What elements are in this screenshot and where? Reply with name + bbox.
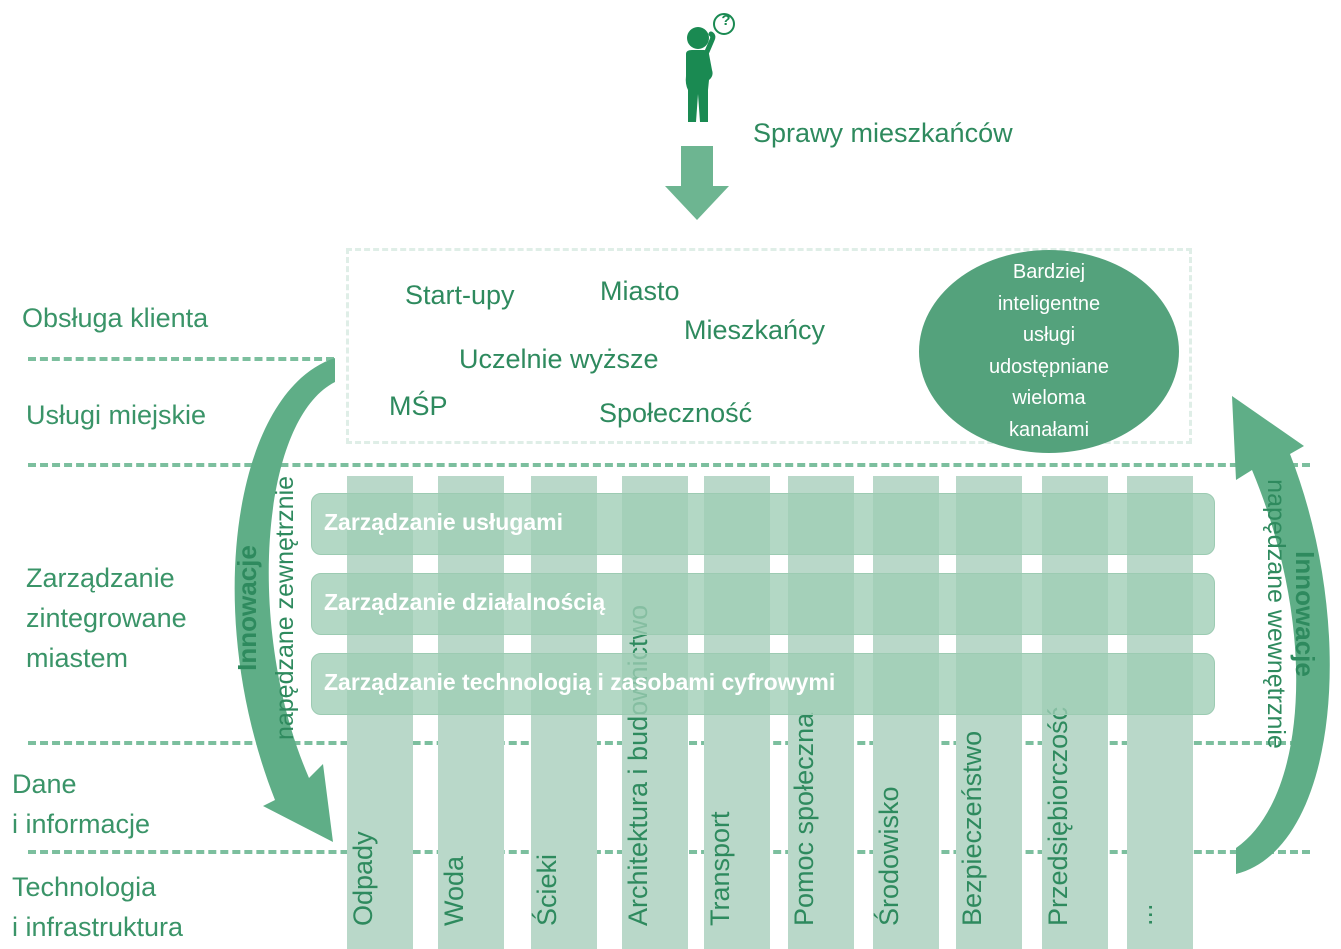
column-label: Przedsiębiorczość — [1043, 706, 1073, 926]
circle-line: inteligentne — [997, 292, 1101, 315]
curved-arrow-right-icon — [1232, 396, 1330, 874]
circle-line: Bardziej — [1012, 261, 1086, 283]
band-technology-management: Zarządzanie technologią i zasobami cyfro… — [311, 653, 1215, 715]
band-service-management: Zarządzanie usługami — [311, 493, 1215, 555]
smart-services-circle: Bardziej inteligentne usługi udostępnian… — [919, 250, 1179, 453]
band-operations-management: Zarządzanie działalnością — [311, 573, 1215, 635]
thinking-person-icon — [685, 13, 735, 122]
column-label: Bezpieczeństwo — [957, 730, 987, 926]
column-label: Pomoc społeczna — [789, 712, 819, 926]
stakeholder-universities: Uczelnie wyższe — [459, 344, 659, 374]
circle-line: udostępniane — [988, 355, 1110, 378]
innovation-external-subtitle: napędzane zewnętrznie — [271, 475, 299, 741]
question-mark: ? — [721, 12, 731, 29]
innovation-internal-title: Innowacje — [1290, 551, 1320, 677]
stakeholder-community: Społeczność — [599, 398, 753, 428]
layer-label-line: Dane — [12, 769, 77, 799]
layer-label-data: Dane i informacje — [12, 764, 150, 844]
column-label: Woda — [439, 855, 469, 926]
layer-label-line: miastem — [26, 643, 129, 673]
layer-label-line: Technologia — [12, 872, 157, 902]
circle-line: kanałami — [1008, 418, 1090, 441]
stakeholder-residents: Mieszkańcy — [684, 315, 826, 345]
layer-label-line: i informacje — [12, 809, 151, 839]
layer-label-integrated-management: Zarządzanie zintegrowane miastem — [26, 558, 187, 678]
layer-label-line: Zarządzanie — [26, 563, 175, 593]
layer-label-line: zintegrowane — [26, 603, 187, 633]
band-label: Zarządzanie działalnością — [324, 589, 606, 615]
circle-line: wieloma — [1012, 387, 1086, 409]
column-label: Odpady — [348, 831, 378, 926]
layer-divider — [28, 463, 1310, 467]
column-label: Środowisko — [874, 786, 904, 926]
column-label: Transport — [705, 811, 735, 926]
column-label: ... — [1128, 903, 1158, 926]
stakeholders-box — [346, 248, 1192, 444]
layer-divider — [28, 357, 334, 361]
layer-label-customer-service: Obsługa klienta — [22, 303, 209, 333]
band-label: Zarządzanie technologią i zasobami cyfro… — [324, 669, 836, 695]
layer-label-technology: Technologia i infrastruktura — [12, 867, 183, 947]
curved-arrow-left-icon — [234, 358, 335, 842]
band-label: Zarządzanie usługami — [324, 509, 564, 535]
residents-matters-caption: Sprawy mieszkańców — [753, 118, 1013, 148]
innovation-internal-subtitle: napędzane wewnętrznie — [1262, 479, 1290, 749]
stakeholder-startups: Start-upy — [405, 280, 515, 310]
innovation-external-title: Innowacje — [232, 545, 262, 671]
stakeholder-city: Miasto — [600, 276, 680, 306]
layer-label-line: i infrastruktura — [12, 912, 184, 942]
column-label: Ścieki — [532, 853, 562, 926]
layer-label-city-services: Usługi miejskie — [26, 400, 207, 430]
stakeholder-sme: MŚP — [389, 391, 448, 421]
circle-line: usługi — [1022, 324, 1076, 346]
down-arrow-icon — [665, 146, 729, 220]
